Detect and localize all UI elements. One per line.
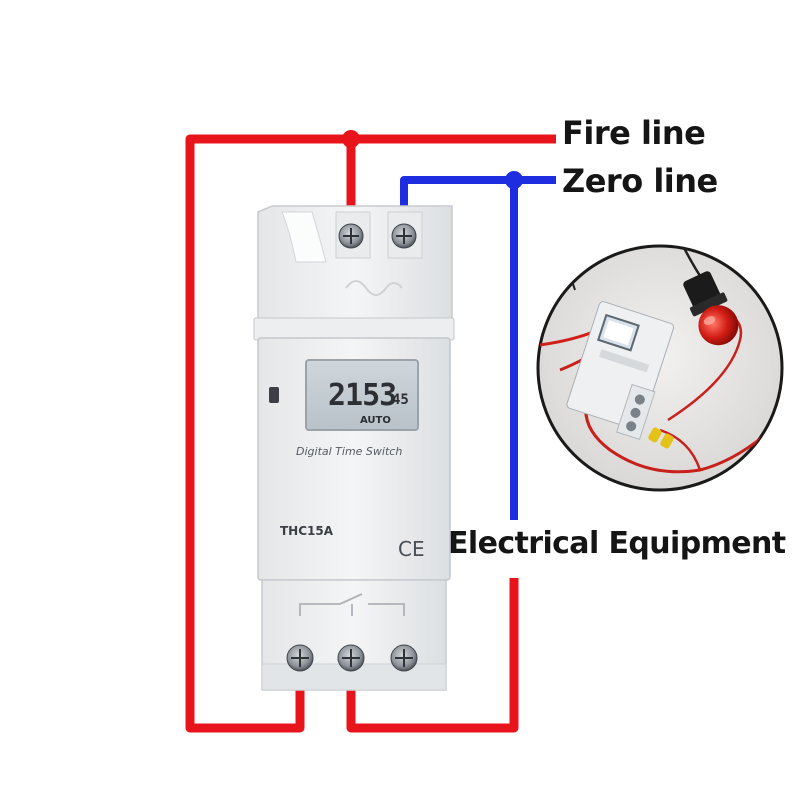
terminal-screw-icon bbox=[338, 223, 364, 249]
device-set-button bbox=[269, 387, 279, 403]
terminal-screw-icon bbox=[391, 223, 417, 249]
device-name-label: Digital Time Switch bbox=[296, 445, 403, 458]
inset-photo bbox=[536, 244, 784, 492]
lcd-display bbox=[305, 359, 419, 431]
indicator-lamp bbox=[683, 271, 739, 346]
ce-mark-icon: CE bbox=[398, 537, 425, 561]
lcd-time-digits: 2153 bbox=[328, 378, 397, 413]
zero-junction-dot bbox=[505, 171, 523, 189]
fire-junction-dot bbox=[342, 130, 360, 148]
device-model-label: THC15A bbox=[280, 524, 334, 538]
terminal-screw-icon bbox=[286, 644, 314, 672]
terminal-screw-icon bbox=[337, 644, 365, 672]
relay-switch-symbol-icon bbox=[299, 593, 405, 616]
lcd-seconds: 45 bbox=[392, 392, 409, 408]
load-return-wire bbox=[346, 578, 519, 733]
electrical-equipment-label: Electrical Equipment bbox=[448, 526, 786, 561]
lcd-mode-indicator: AUTO bbox=[360, 415, 391, 426]
terminal-screw-icon bbox=[390, 644, 418, 672]
zero-line-label: Zero line bbox=[562, 162, 718, 200]
fire-line-label: Fire line bbox=[562, 114, 706, 152]
